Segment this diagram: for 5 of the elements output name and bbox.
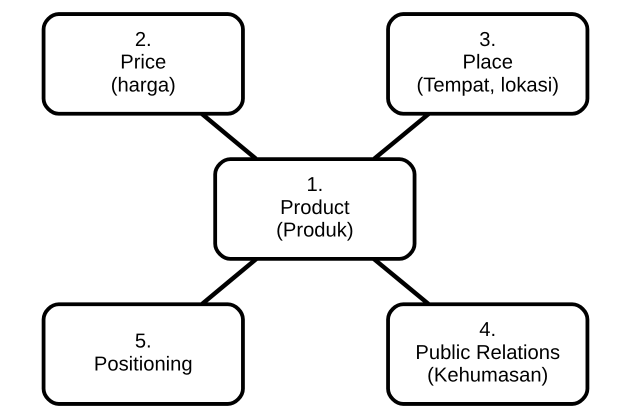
- node-box: 2. Price (harga): [41, 12, 244, 116]
- node-box: 4. Public Relations (Kehumasan): [386, 302, 589, 406]
- node-box: 3. Place (Tempat, lokasi): [386, 12, 589, 116]
- node-box: 5. Positioning: [41, 302, 244, 406]
- node-box: 1. Product (Produk): [212, 156, 416, 260]
